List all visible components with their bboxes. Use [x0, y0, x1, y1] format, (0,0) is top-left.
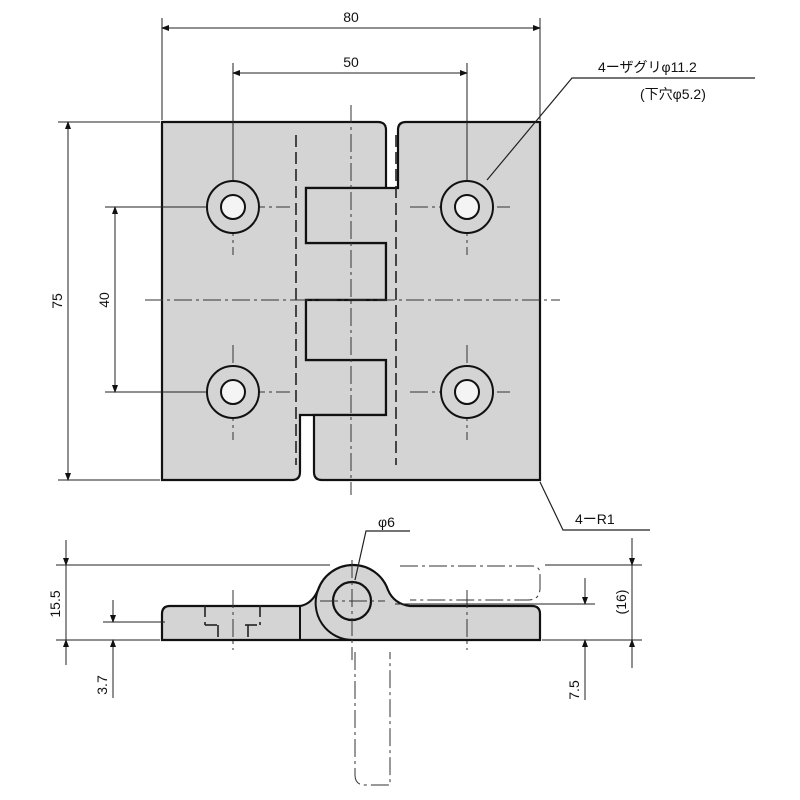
radius-leader [539, 481, 650, 531]
dim-width-overall: 80 [343, 9, 359, 25]
dim-total-height: 15.5 [47, 590, 63, 617]
pilot-hole-note: (下穴φ5.2) [640, 86, 706, 102]
dim-reference-height: (16) [613, 590, 629, 615]
side-view: φ6 15.5 3.7 7.5 (16) [47, 514, 642, 786]
dim-pin-center-height: 7.5 [566, 680, 582, 700]
counterbore-hole [410, 345, 510, 440]
counterbore-leader [486, 77, 755, 181]
counterbore-hole [160, 345, 290, 440]
dim-height-overall: 75 [49, 293, 65, 309]
counterbore-hole [160, 160, 290, 255]
pin-diameter: φ6 [378, 514, 395, 530]
dim-hole-pitch-horizontal: 50 [343, 54, 359, 70]
holes [160, 160, 510, 440]
dim-hole-pitch-vertical: 40 [96, 292, 112, 308]
counterbore-note: 4ーザグリφ11.2 [598, 59, 697, 75]
top-view: 80 50 75 40 4ーザグリφ11.2 (下穴φ5.2) 4ーR1 [49, 9, 755, 531]
dim-plate-thickness: 3.7 [94, 675, 110, 695]
pin-leader [354, 530, 410, 581]
corner-radius-note: 4ーR1 [575, 511, 615, 527]
